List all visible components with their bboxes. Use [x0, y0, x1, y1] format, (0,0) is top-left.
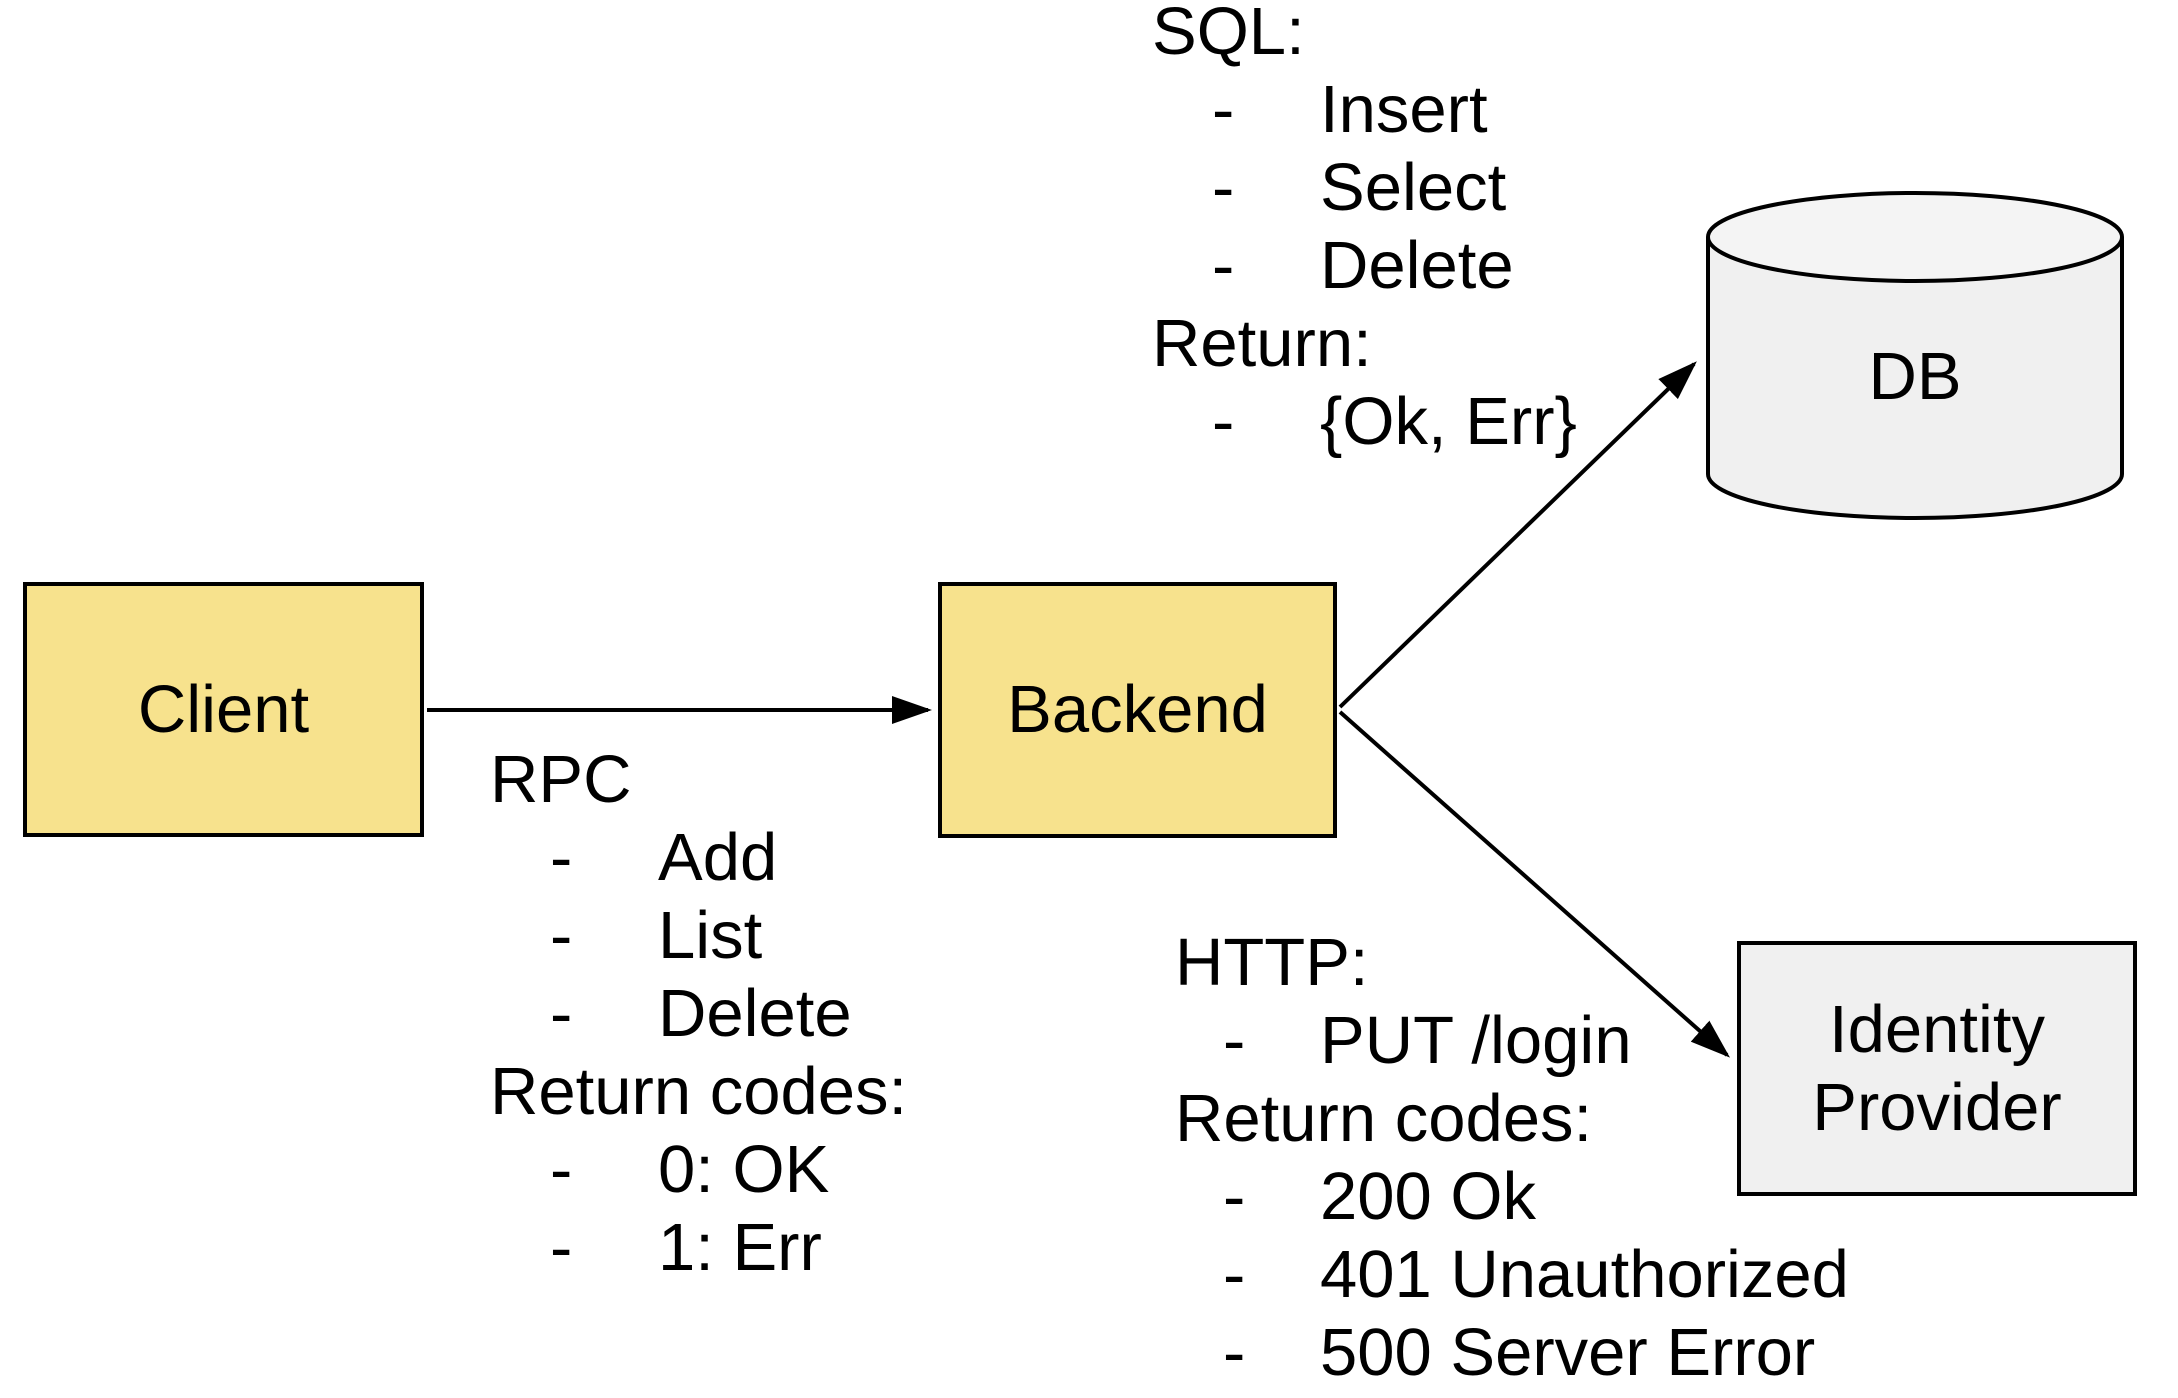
identity-provider-label: Identity Provider — [1812, 991, 2062, 1145]
db-label-text: DB — [1868, 339, 1962, 414]
annotation-bullet-item: - List — [490, 897, 907, 975]
client-node: Client — [23, 582, 424, 837]
bullet-text: Delete — [658, 976, 852, 1051]
bullet-dash: - — [550, 1210, 573, 1285]
annotation-bullet-item: -500 Server Error — [1175, 1314, 1849, 1392]
bullet-dash: - — [1212, 150, 1235, 225]
bullet-dash: - — [1212, 228, 1235, 303]
identity-provider-node: Identity Provider — [1737, 941, 2137, 1196]
annotation-bullet-item: - 0: OK — [490, 1131, 907, 1209]
sql-annotation: SQL: - Insert - Select - Delete Return: - {O… — [1152, 0, 1577, 461]
bullet-text: {Ok, Err} — [1320, 384, 1577, 459]
bullet-dash: - — [1212, 72, 1235, 147]
bullet-dash: - — [1223, 1237, 1246, 1312]
edge-backend-to-db — [1338, 361, 1697, 709]
annotation-bullet-item: -200 Ok — [1175, 1158, 1849, 1236]
db-cylinder-shape — [1706, 191, 2124, 520]
annotation-title: RPC — [490, 742, 632, 817]
bullet-dash: - — [550, 898, 573, 973]
annotation-bullet-item: -PUT /login — [1175, 1002, 1849, 1080]
annotation-bullet-item: - {Ok, Err} — [1152, 383, 1577, 461]
bullet-text: List — [658, 898, 763, 973]
bullet-text: 1: Err — [658, 1210, 822, 1285]
annotation-bullet-item: -401 Unauthorized — [1175, 1236, 1849, 1314]
annotation-bullet-item: - Insert — [1152, 71, 1577, 149]
db-label: DB — [1708, 338, 2122, 416]
annotation-title: HTTP: — [1175, 925, 1369, 1000]
bullet-dash: - — [1223, 1315, 1246, 1390]
bullet-text: Add — [658, 820, 778, 895]
bullet-dash: - — [1212, 384, 1235, 459]
bullet-text: PUT /login — [1320, 1003, 1632, 1078]
bullet-text: Select — [1320, 150, 1507, 225]
client-label: Client — [137, 671, 310, 747]
annotation-bullet-item: - Delete — [1152, 227, 1577, 305]
bullet-dash: - — [550, 1132, 573, 1207]
bullet-text: Delete — [1320, 228, 1514, 303]
rpc-annotation: RPC - Add - List - Delete Return codes: - 0:… — [490, 741, 907, 1287]
bullet-dash: - — [550, 820, 573, 895]
backend-label: Backend — [1007, 672, 1268, 747]
annotation-title: SQL: — [1152, 0, 1305, 69]
bullet-dash: - — [550, 976, 573, 1051]
annotation-title: Return codes: — [1175, 1081, 1593, 1156]
annotation-title: Return: — [1152, 306, 1372, 381]
bullet-dash: - — [1223, 1003, 1246, 1078]
annotation-bullet-item: - 1: Err — [490, 1209, 907, 1287]
annotation-bullet-item: - Select — [1152, 149, 1577, 227]
bullet-text: 500 Server Error — [1320, 1315, 1816, 1390]
bullet-dash: - — [1223, 1159, 1246, 1234]
annotation-bullet-item: - Add — [490, 819, 907, 897]
bullet-text: 0: OK — [658, 1132, 830, 1207]
bullet-text: 200 Ok — [1320, 1159, 1537, 1234]
bullet-text: 401 Unauthorized — [1320, 1237, 1849, 1312]
annotation-bullet-item: - Delete — [490, 975, 907, 1053]
annotation-title: Return codes: — [490, 1054, 908, 1129]
bullet-text: Insert — [1320, 72, 1488, 147]
edge-backend-to-identity-provider — [1338, 710, 1730, 1058]
http-annotation: HTTP: -PUT /login Return codes: -200 Ok … — [1175, 924, 1849, 1392]
backend-node: Backend — [938, 582, 1337, 838]
